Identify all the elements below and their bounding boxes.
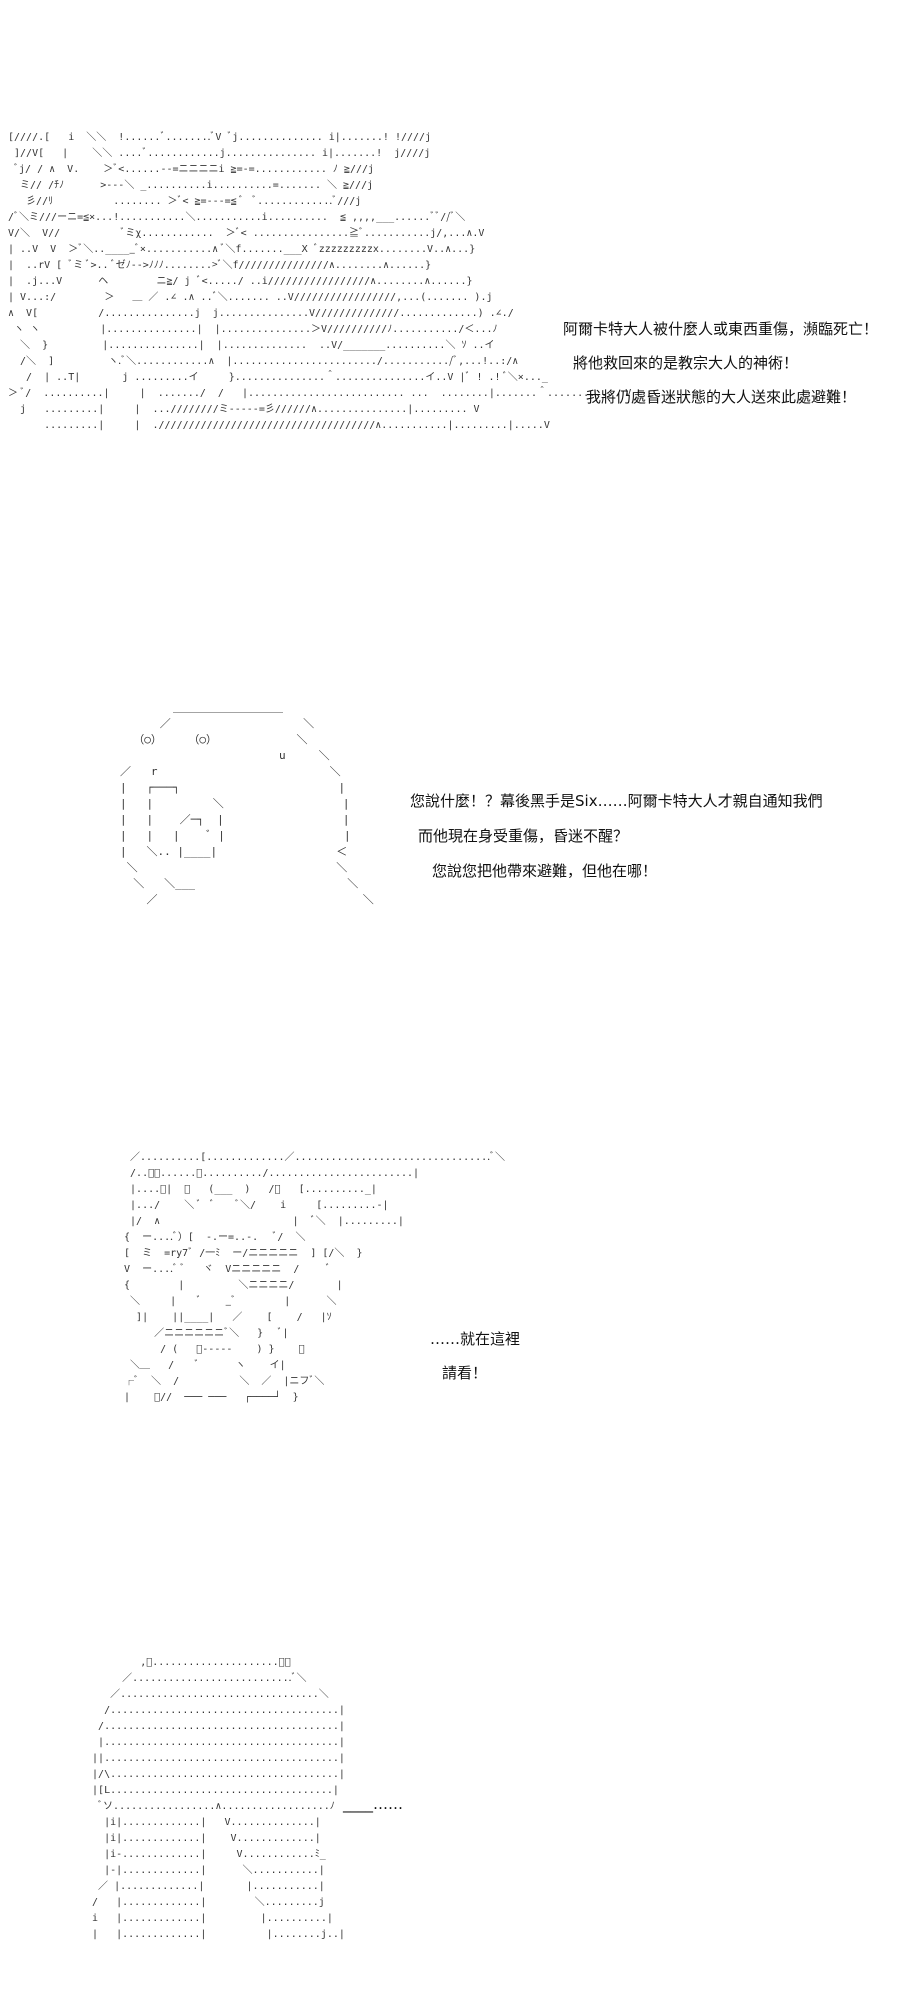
dialog-line: 請看！: [442, 1364, 488, 1382]
panel-4: ,ﾞ.....................ﾞ＼ ／.............…: [0, 1655, 900, 1995]
dialog-line: 您說什麼！？幕後黑手是Six……阿爾卡特大人才親自通知我們: [410, 792, 823, 810]
ascii-art-face: ＿＿＿＿＿＿＿＿＿＿ ／ ＼ （○） （○） ＼ u ＼ ／ r ＼ | ┌──…: [120, 701, 374, 906]
dialog-line: 而他現在身受重傷，昏迷不醒？: [418, 827, 629, 845]
dialog-line: ……就在這裡: [430, 1330, 521, 1348]
ascii-art-figure: ／..........[.............／..............…: [124, 1152, 505, 1403]
ascii-art-back-figure: ,ﾞ.....................ﾞ＼ ／.............…: [92, 1657, 345, 1940]
dialog-line: ____……: [343, 1795, 403, 1813]
panel-2: ＿＿＿＿＿＿＿＿＿＿ ／ ＼ （○） （○） ＼ u ＼ ／ r ＼ | ┌──…: [0, 700, 900, 960]
panel-3: ／..........[.............／..............…: [0, 1150, 900, 1460]
panel-1: [////.[ i ＼＼ !......ﾞ........ﾞV ﾞj......…: [0, 130, 900, 510]
dialog-line: 我將仍處昏迷狀態的大人送來此處避難！: [586, 388, 857, 406]
ascii-art-figure: [////.[ i ＼＼ !......ﾞ........ﾞV ﾞj......…: [8, 132, 632, 431]
dialog-line: 阿爾卡特大人被什麼人或東西重傷，瀕臨死亡！: [563, 320, 879, 338]
dialog-line: 將他救回來的是教宗大人的神術！: [573, 354, 799, 372]
dialog-line: 您說您把他帶來避難，但他在哪！: [432, 862, 658, 880]
